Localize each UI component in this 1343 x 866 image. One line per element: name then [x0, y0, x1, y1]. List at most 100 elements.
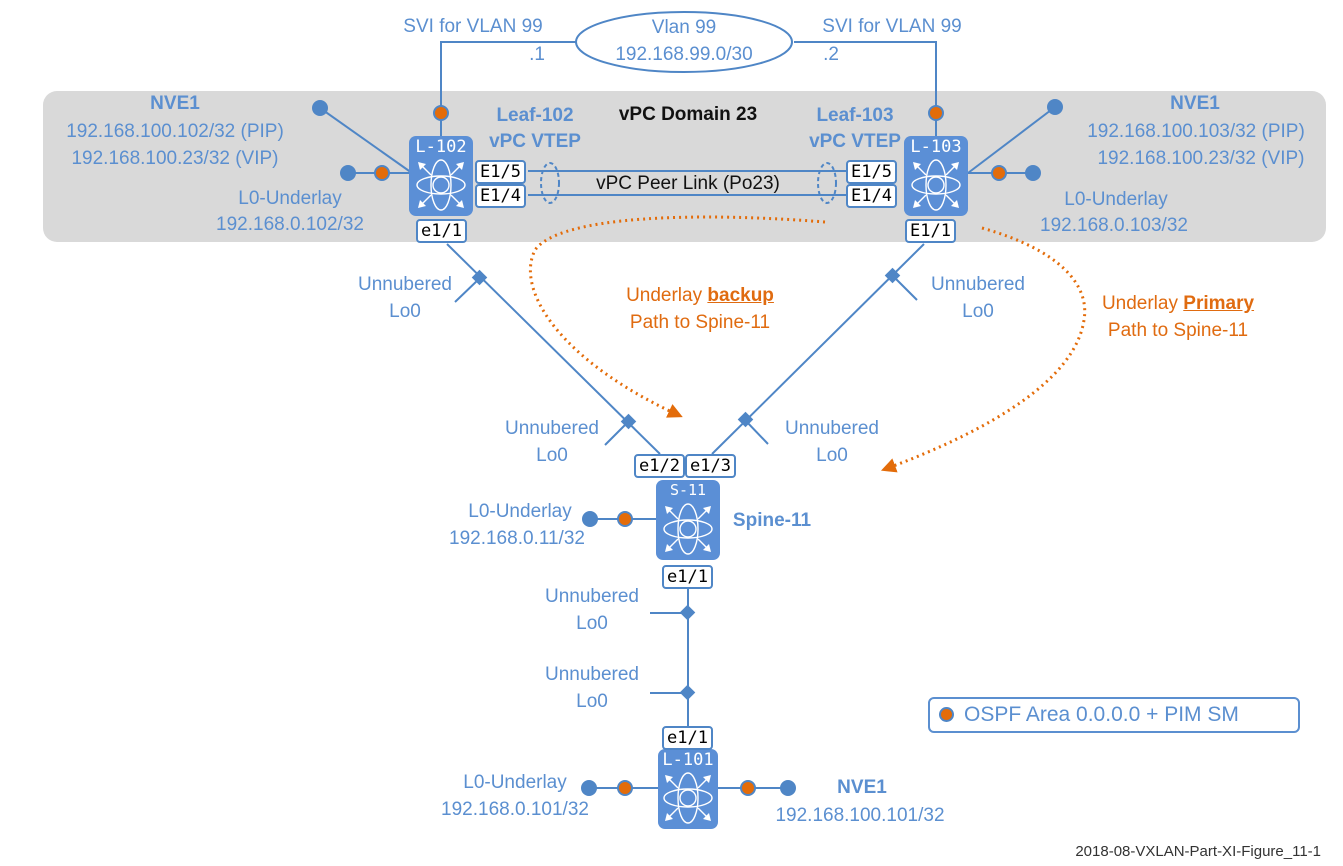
switch-icon	[663, 772, 713, 824]
l103-nve-title: NVE1	[1170, 93, 1220, 114]
switch-name: L-102	[415, 137, 467, 157]
unnumbered-line2: Lo0	[536, 445, 568, 466]
l102-lo-ip: 192.168.0.102/32	[216, 214, 364, 235]
port-l103-e1-1[interactable]: E1/1	[905, 219, 956, 243]
switch-icon	[416, 159, 466, 211]
unnumbered-label-4: Unnubered Lo0	[772, 415, 892, 469]
nve1-endpoint-l101	[780, 780, 796, 796]
lo-endpoint-l103	[1025, 165, 1041, 181]
leaf-102-role: Leaf-102	[496, 105, 574, 126]
unnumbered-line1: Unnubered	[544, 586, 640, 607]
l102-nve-vip: 192.168.100.23/32 (VIP)	[71, 148, 279, 169]
l103-lo-title: L0-Underlay	[1064, 189, 1168, 210]
unnumbered-label-5: Unnubered Lo0	[532, 583, 652, 637]
port-l102-e1-1[interactable]: e1/1	[416, 219, 467, 243]
port-l103-e1-5[interactable]: E1/5	[846, 160, 897, 184]
unnumbered-label-1: Unnubered Lo0	[345, 271, 465, 325]
port-s11-e1-2[interactable]: e1/2	[634, 454, 685, 478]
l101-lo-ip: 192.168.0.101/32	[441, 799, 589, 820]
ospf-dot-l103-svi	[928, 105, 944, 121]
l101-nve-title: NVE1	[837, 777, 887, 798]
legend-label: OSPF Area 0.0.0.0 + PIM SM	[964, 703, 1239, 726]
switch-icon	[663, 503, 713, 555]
svi-left-label: SVI for VLAN 99	[403, 16, 543, 37]
svi-right-label: SVI for VLAN 99	[822, 16, 962, 37]
unnumbered-marker	[679, 604, 696, 621]
primary-path-arrow	[880, 226, 1087, 473]
backup-prefix: Underlay	[626, 285, 708, 306]
ospf-dot-l102-lo	[374, 165, 390, 181]
leaf-102-vtep: vPC VTEP	[489, 131, 581, 152]
figure-id: 2018-08-VXLAN-Part-XI-Figure_11-1	[1075, 843, 1321, 860]
vlan-99-links	[440, 11, 937, 110]
s11-lo-title: L0-Underlay	[468, 501, 572, 522]
switch-l102[interactable]: L-102	[409, 136, 473, 216]
svi-left-host: .1	[529, 44, 545, 65]
unnumbered-line2: Lo0	[576, 613, 608, 634]
vpc-domain-area	[43, 91, 1326, 242]
l103-nve-vip: 192.168.100.23/32 (VIP)	[1097, 148, 1305, 169]
port-l102-e1-5[interactable]: E1/5	[475, 160, 526, 184]
primary-emph: Primary	[1183, 293, 1255, 314]
unnumbered-line1: Unnubered	[784, 418, 880, 439]
vpc-domain-title: vPC Domain 23	[618, 104, 758, 125]
l101-nve-ip: 192.168.100.101/32	[775, 805, 945, 826]
svi-right-host: .2	[823, 44, 839, 65]
unnumbered-line1: Unnubered	[504, 418, 600, 439]
s11-lo-ip: 192.168.0.11/32	[449, 528, 585, 549]
ospf-dot-l102-svi	[433, 105, 449, 121]
spine-11-role: Spine-11	[732, 510, 812, 531]
nve1-endpoint-l102	[312, 100, 328, 116]
lo-endpoint-l101	[581, 780, 597, 796]
switch-name: L-103	[910, 137, 962, 157]
nve1-endpoint-l103	[1047, 99, 1063, 115]
unnumbered-line1: Unnubered	[930, 274, 1026, 295]
primary-line2: Path to Spine-11	[1107, 320, 1249, 341]
leaf-103-vtep: vPC VTEP	[809, 131, 901, 152]
unnumbered-label-3: Unnubered Lo0	[492, 415, 612, 469]
vpc-peer-link	[528, 162, 848, 204]
ospf-dot-icon	[939, 707, 954, 722]
backup-path-label: Underlay backup Path to Spine-11	[600, 282, 800, 336]
backup-emph: backup	[707, 285, 774, 306]
unnumbered-line2: Lo0	[576, 691, 608, 712]
unnumbered-label-2: Unnubered Lo0	[918, 271, 1038, 325]
l103-nve-pip: 192.168.100.103/32 (PIP)	[1087, 121, 1305, 142]
ospf-dot-l101-lo	[617, 780, 633, 796]
l102-nve-pip: 192.168.100.102/32 (PIP)	[66, 121, 284, 142]
primary-path-label: Underlay Primary Path to Spine-11	[1078, 290, 1278, 344]
vpc-peer-link-label: vPC Peer Link (Po23)	[596, 173, 780, 194]
unnumbered-line2: Lo0	[389, 301, 421, 322]
port-l102-e1-4[interactable]: E1/4	[475, 184, 526, 208]
ospf-dot-s11-lo	[617, 511, 633, 527]
lo-endpoint-l102	[340, 165, 356, 181]
leaf-103-role: Leaf-103	[816, 105, 894, 126]
legend: OSPF Area 0.0.0.0 + PIM SM	[928, 697, 1300, 733]
port-l101-e1-1[interactable]: e1/1	[662, 726, 713, 750]
unnumbered-line1: Unnubered	[544, 664, 640, 685]
unnumbered-line1: Unnubered	[357, 274, 453, 295]
unnumbered-line2: Lo0	[962, 301, 994, 322]
unnumbered-marker	[679, 684, 696, 701]
l103-lo-ip: 192.168.0.103/32	[1040, 215, 1188, 236]
l101-lo-title: L0-Underlay	[463, 772, 567, 793]
port-l103-e1-4[interactable]: E1/4	[846, 184, 897, 208]
switch-icon	[911, 159, 961, 211]
ospf-dot-l103-lo	[991, 165, 1007, 181]
vlan-title: Vlan 99	[651, 17, 717, 38]
ospf-dot-l101-nve	[740, 780, 756, 796]
switch-s11[interactable]: S-11	[656, 480, 720, 560]
port-s11-e1-1[interactable]: e1/1	[662, 565, 713, 589]
switch-name: S-11	[669, 481, 707, 499]
unnumbered-label-6: Unnubered Lo0	[532, 661, 652, 715]
switch-name: L-101	[662, 750, 714, 770]
switch-l103[interactable]: L-103	[904, 136, 968, 216]
switch-l101[interactable]: L-101	[658, 749, 718, 829]
l102-nve-title: NVE1	[150, 93, 200, 114]
unnumbered-line2: Lo0	[816, 445, 848, 466]
lo-endpoint-s11	[582, 511, 598, 527]
primary-prefix: Underlay	[1101, 293, 1184, 314]
port-s11-e1-3[interactable]: e1/3	[685, 454, 736, 478]
l102-lo-title: L0-Underlay	[238, 188, 342, 209]
